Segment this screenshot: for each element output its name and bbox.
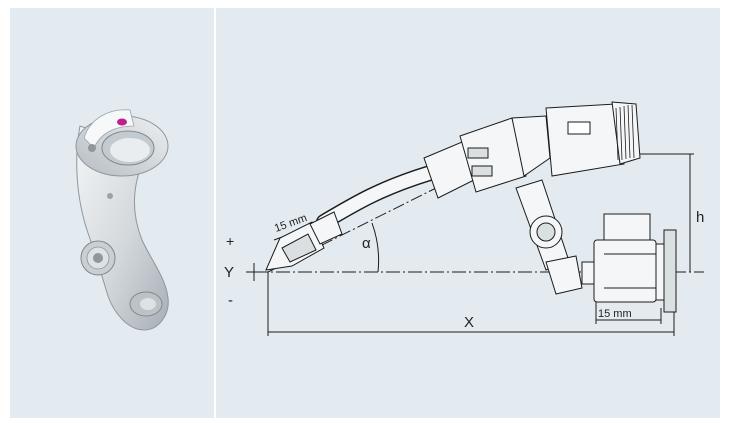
torch-mount-arm xyxy=(515,179,595,295)
rear-mount-unit xyxy=(593,213,677,313)
knurled-end-icon xyxy=(615,104,635,161)
torch-dimension-panel: + Y - 15 mm α X h 15 mm xyxy=(216,8,720,418)
h-dimension-label: h xyxy=(696,209,704,226)
minus-label: - xyxy=(228,292,233,309)
torch-dimension-drawing: + Y - 15 mm α X h 15 mm xyxy=(224,101,704,336)
rear-offset-label: 15 mm xyxy=(598,308,632,320)
plus-label: + xyxy=(226,233,234,249)
bracket-panel xyxy=(10,8,214,418)
angle-arc xyxy=(371,222,380,273)
x-dimension-label: X xyxy=(464,314,474,331)
mounting-bracket-illustration xyxy=(75,109,169,331)
panel-divider xyxy=(214,8,216,418)
y-dimension-label: Y xyxy=(224,264,234,281)
torch-neck xyxy=(316,165,438,230)
torch-nozzle xyxy=(265,211,343,271)
screw-marker-icon xyxy=(117,118,127,126)
angle-label: α xyxy=(362,235,371,252)
torch-handle xyxy=(423,101,641,199)
ce-label-icon xyxy=(567,121,591,135)
